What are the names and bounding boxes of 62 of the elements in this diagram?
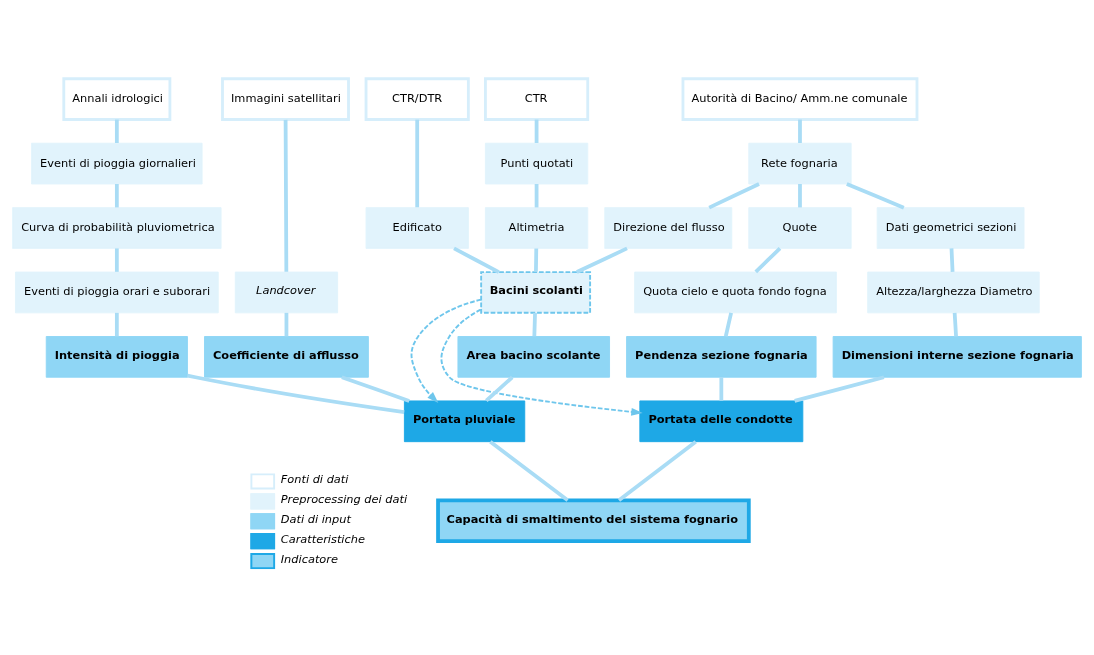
connector bbox=[617, 440, 697, 502]
node-box: CTR/DTR bbox=[364, 77, 470, 121]
node-box: Portata pluviale bbox=[403, 400, 526, 443]
connector bbox=[187, 373, 405, 415]
legend-label: Fonti di dati bbox=[280, 472, 349, 487]
connector bbox=[846, 182, 905, 210]
connector bbox=[708, 182, 760, 210]
connector bbox=[576, 246, 628, 274]
legend-label: Preprocessing dei dati bbox=[280, 492, 408, 507]
node-box: Quote bbox=[748, 207, 852, 249]
node-box: Area bacino scolante bbox=[457, 336, 610, 378]
node-box: Altezza/larghezza Diametro bbox=[867, 271, 1040, 314]
connector bbox=[114, 312, 119, 337]
arrow bbox=[440, 308, 643, 416]
node-box: Curva di probabilità pluviometrica bbox=[12, 207, 222, 249]
connector bbox=[952, 312, 958, 337]
connector bbox=[284, 312, 289, 337]
node-box: Dati geometrici sezioni bbox=[876, 207, 1025, 249]
node-box: Intensità di pioggia bbox=[45, 336, 188, 378]
node-box: Annali idrologici bbox=[62, 77, 172, 121]
node-box: Portata delle condotte bbox=[639, 400, 804, 443]
arrow bbox=[410, 298, 482, 403]
connector bbox=[719, 377, 724, 401]
node-box: Autorità di Bacino/ Amm.ne comunale bbox=[681, 77, 919, 121]
node-box: Pendenza sezione fognaria bbox=[626, 336, 817, 378]
connector bbox=[949, 248, 955, 272]
connector bbox=[798, 119, 802, 143]
connector bbox=[415, 119, 420, 208]
node-box: Eventi di pioggia giornalieri bbox=[31, 142, 203, 185]
node-box: Dimensioni interne sezione fognaria bbox=[832, 336, 1082, 378]
connector bbox=[723, 312, 733, 337]
connector bbox=[453, 246, 500, 274]
node-box: Quota cielo e quota fondo fogna bbox=[634, 271, 837, 314]
connector bbox=[534, 184, 539, 208]
connector bbox=[485, 375, 514, 403]
node-box: Punti quotati bbox=[484, 142, 589, 185]
connector bbox=[798, 184, 802, 208]
node-box: Rete fognaria bbox=[748, 142, 852, 185]
node-box: Edificato bbox=[365, 207, 469, 249]
connector bbox=[341, 375, 410, 403]
node-box: Bacini scolanti bbox=[480, 271, 592, 314]
connector bbox=[534, 248, 539, 272]
legend-label: Caratteristiche bbox=[280, 532, 365, 547]
node-box: Landcover bbox=[234, 271, 339, 314]
legend-label: Indicatore bbox=[280, 552, 338, 567]
connector bbox=[489, 440, 569, 502]
connector bbox=[794, 375, 885, 403]
connector bbox=[534, 119, 539, 143]
node-box: Coefficiente di afflusso bbox=[204, 336, 369, 378]
connector bbox=[114, 248, 119, 272]
connector bbox=[754, 247, 782, 274]
node-box: Altimetria bbox=[484, 207, 589, 249]
connector bbox=[114, 119, 119, 143]
node-box: Eventi di pioggia orari e suborari bbox=[15, 271, 219, 314]
connector bbox=[114, 184, 119, 208]
connector bbox=[283, 119, 289, 272]
node-box: Capacità di smaltimento del sistema fognario bbox=[436, 498, 751, 544]
legend-label: Dati di input bbox=[280, 512, 351, 527]
connector bbox=[532, 312, 537, 337]
node-box: Direzione del flusso bbox=[604, 207, 733, 249]
node-box: CTR bbox=[484, 77, 590, 121]
node-box: Immagini satellitari bbox=[221, 77, 350, 121]
